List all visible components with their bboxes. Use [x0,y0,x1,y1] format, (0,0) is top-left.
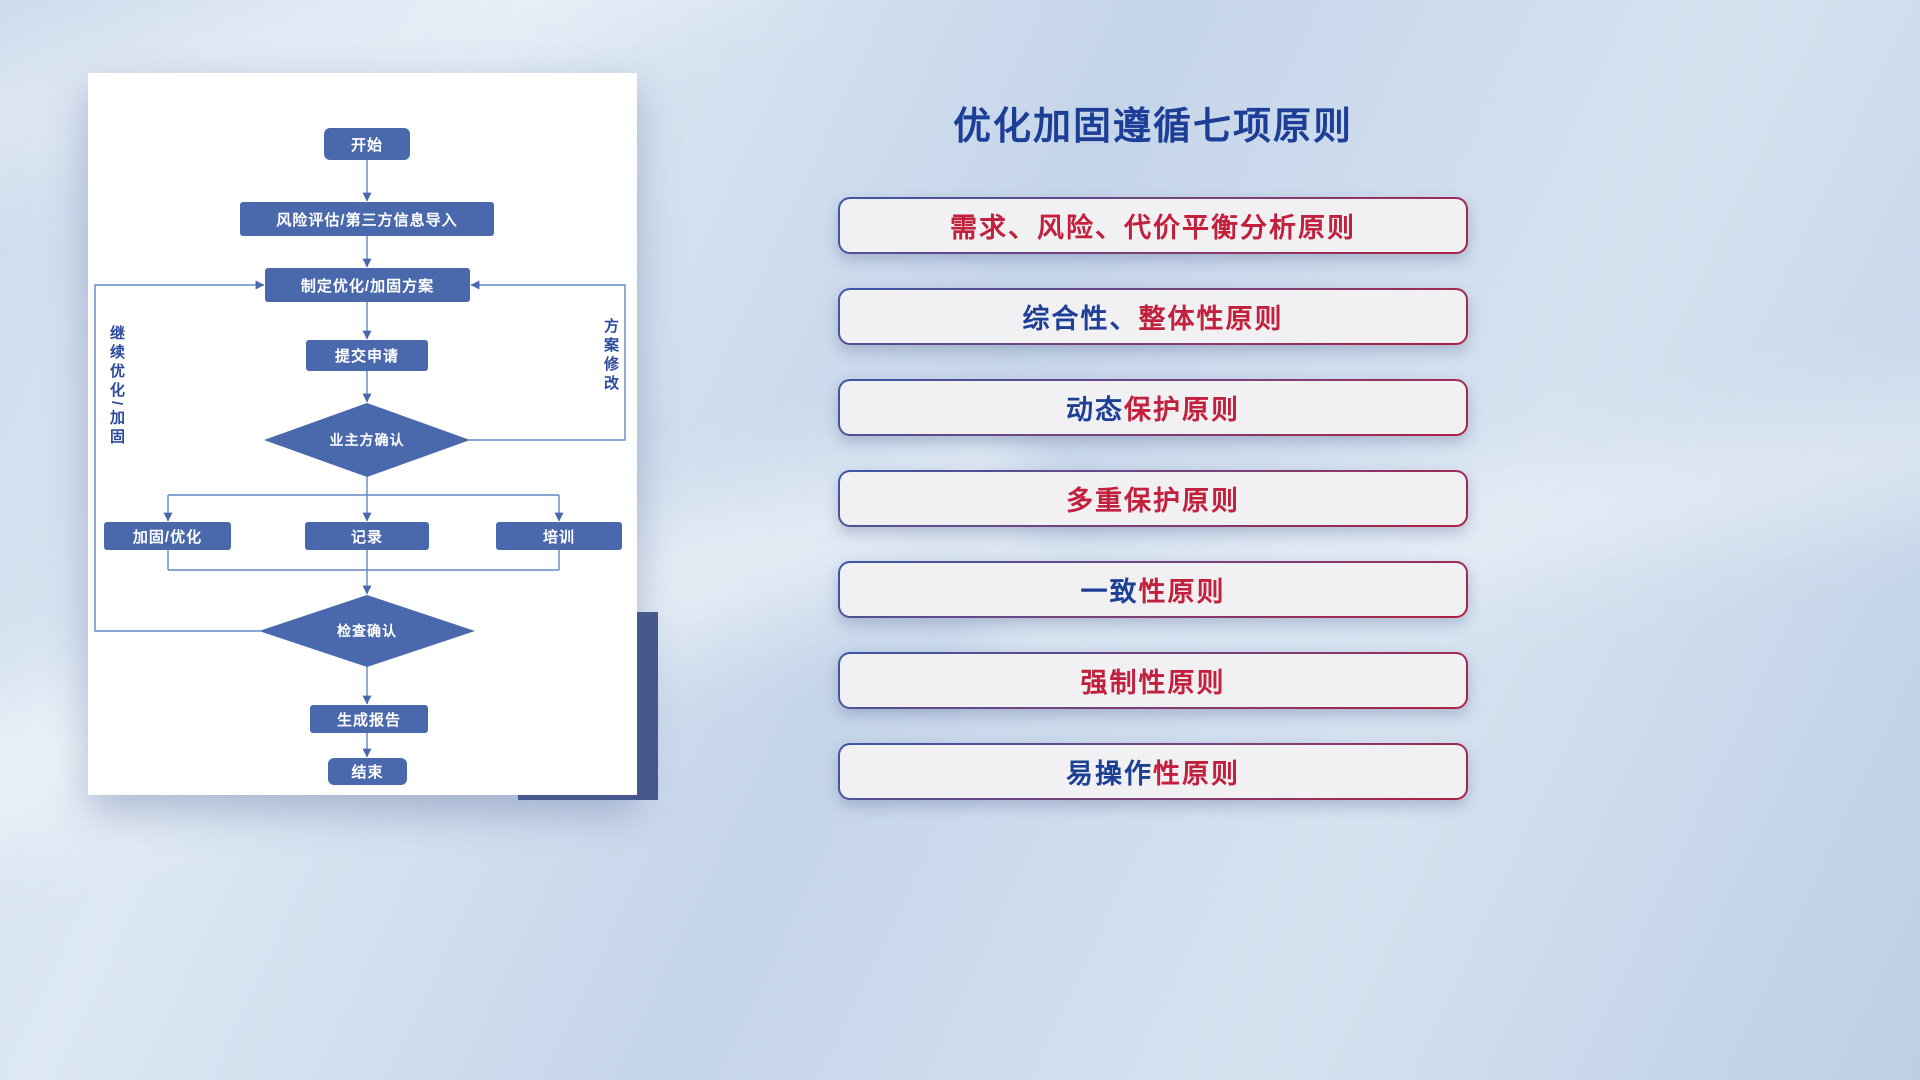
principle-text-red: 整体性原则 [1138,304,1284,334]
flow-node-submit: 提交申请 [306,340,428,371]
flow-label-continue-optimize: 继续优化/加固 [108,325,125,448]
page-title: 优化加固遵循七项原则 [952,106,1353,148]
principle-text-red: 性原则 [1153,759,1240,789]
principle-item: 多重保护原则 [838,470,1468,527]
flow-node-record: 记录 [305,522,429,550]
principle-item: 强制性原则 [838,652,1468,709]
flow-node-plan: 制定优化/加固方案 [265,268,470,302]
flow-node-start: 开始 [324,128,410,160]
principle-text-red: 需求、风险、代价平衡分析原则 [950,213,1356,243]
principles-list: 需求、风险、代价平衡分析原则 综合性、整体性原则 动态保护原则 多重保护原则 一… [838,197,1468,800]
principle-text-navy: 动态 [1066,395,1124,425]
principle-item: 需求、风险、代价平衡分析原则 [838,197,1468,254]
flow-node-report: 生成报告 [310,705,428,733]
principle-text-red: 强制性原则 [1080,668,1226,698]
principles-panel: 优化加固遵循七项原则 需求、风险、代价平衡分析原则 综合性、整体性原则 动态保护… [838,0,1468,1080]
flow-node-training: 培训 [496,522,622,550]
principle-text-navy: 易操作 [1066,759,1153,789]
principle-text-navy: 综合性、 [1022,304,1139,334]
principle-item: 一致性原则 [838,561,1468,618]
flowchart-card: 开始 风险评估/第三方信息导入 制定优化/加固方案 提交申请 业主方确认 加固/… [88,73,637,795]
principle-text-navy: 一致 [1080,577,1139,607]
principle-item: 易操作性原则 [838,743,1468,800]
flow-label-plan-modify: 方案修改 [602,318,619,394]
principle-text-red: 多重保护原则 [1066,486,1240,516]
principle-item: 动态保护原则 [838,379,1468,436]
principle-item: 综合性、整体性原则 [838,288,1468,345]
principle-text-red: 保护原则 [1124,395,1240,425]
flow-node-reinforce: 加固/优化 [104,522,231,550]
flow-node-risk-import: 风险评估/第三方信息导入 [240,202,494,236]
principle-text-red: 性原则 [1138,577,1226,607]
flow-node-end: 结束 [328,758,407,785]
